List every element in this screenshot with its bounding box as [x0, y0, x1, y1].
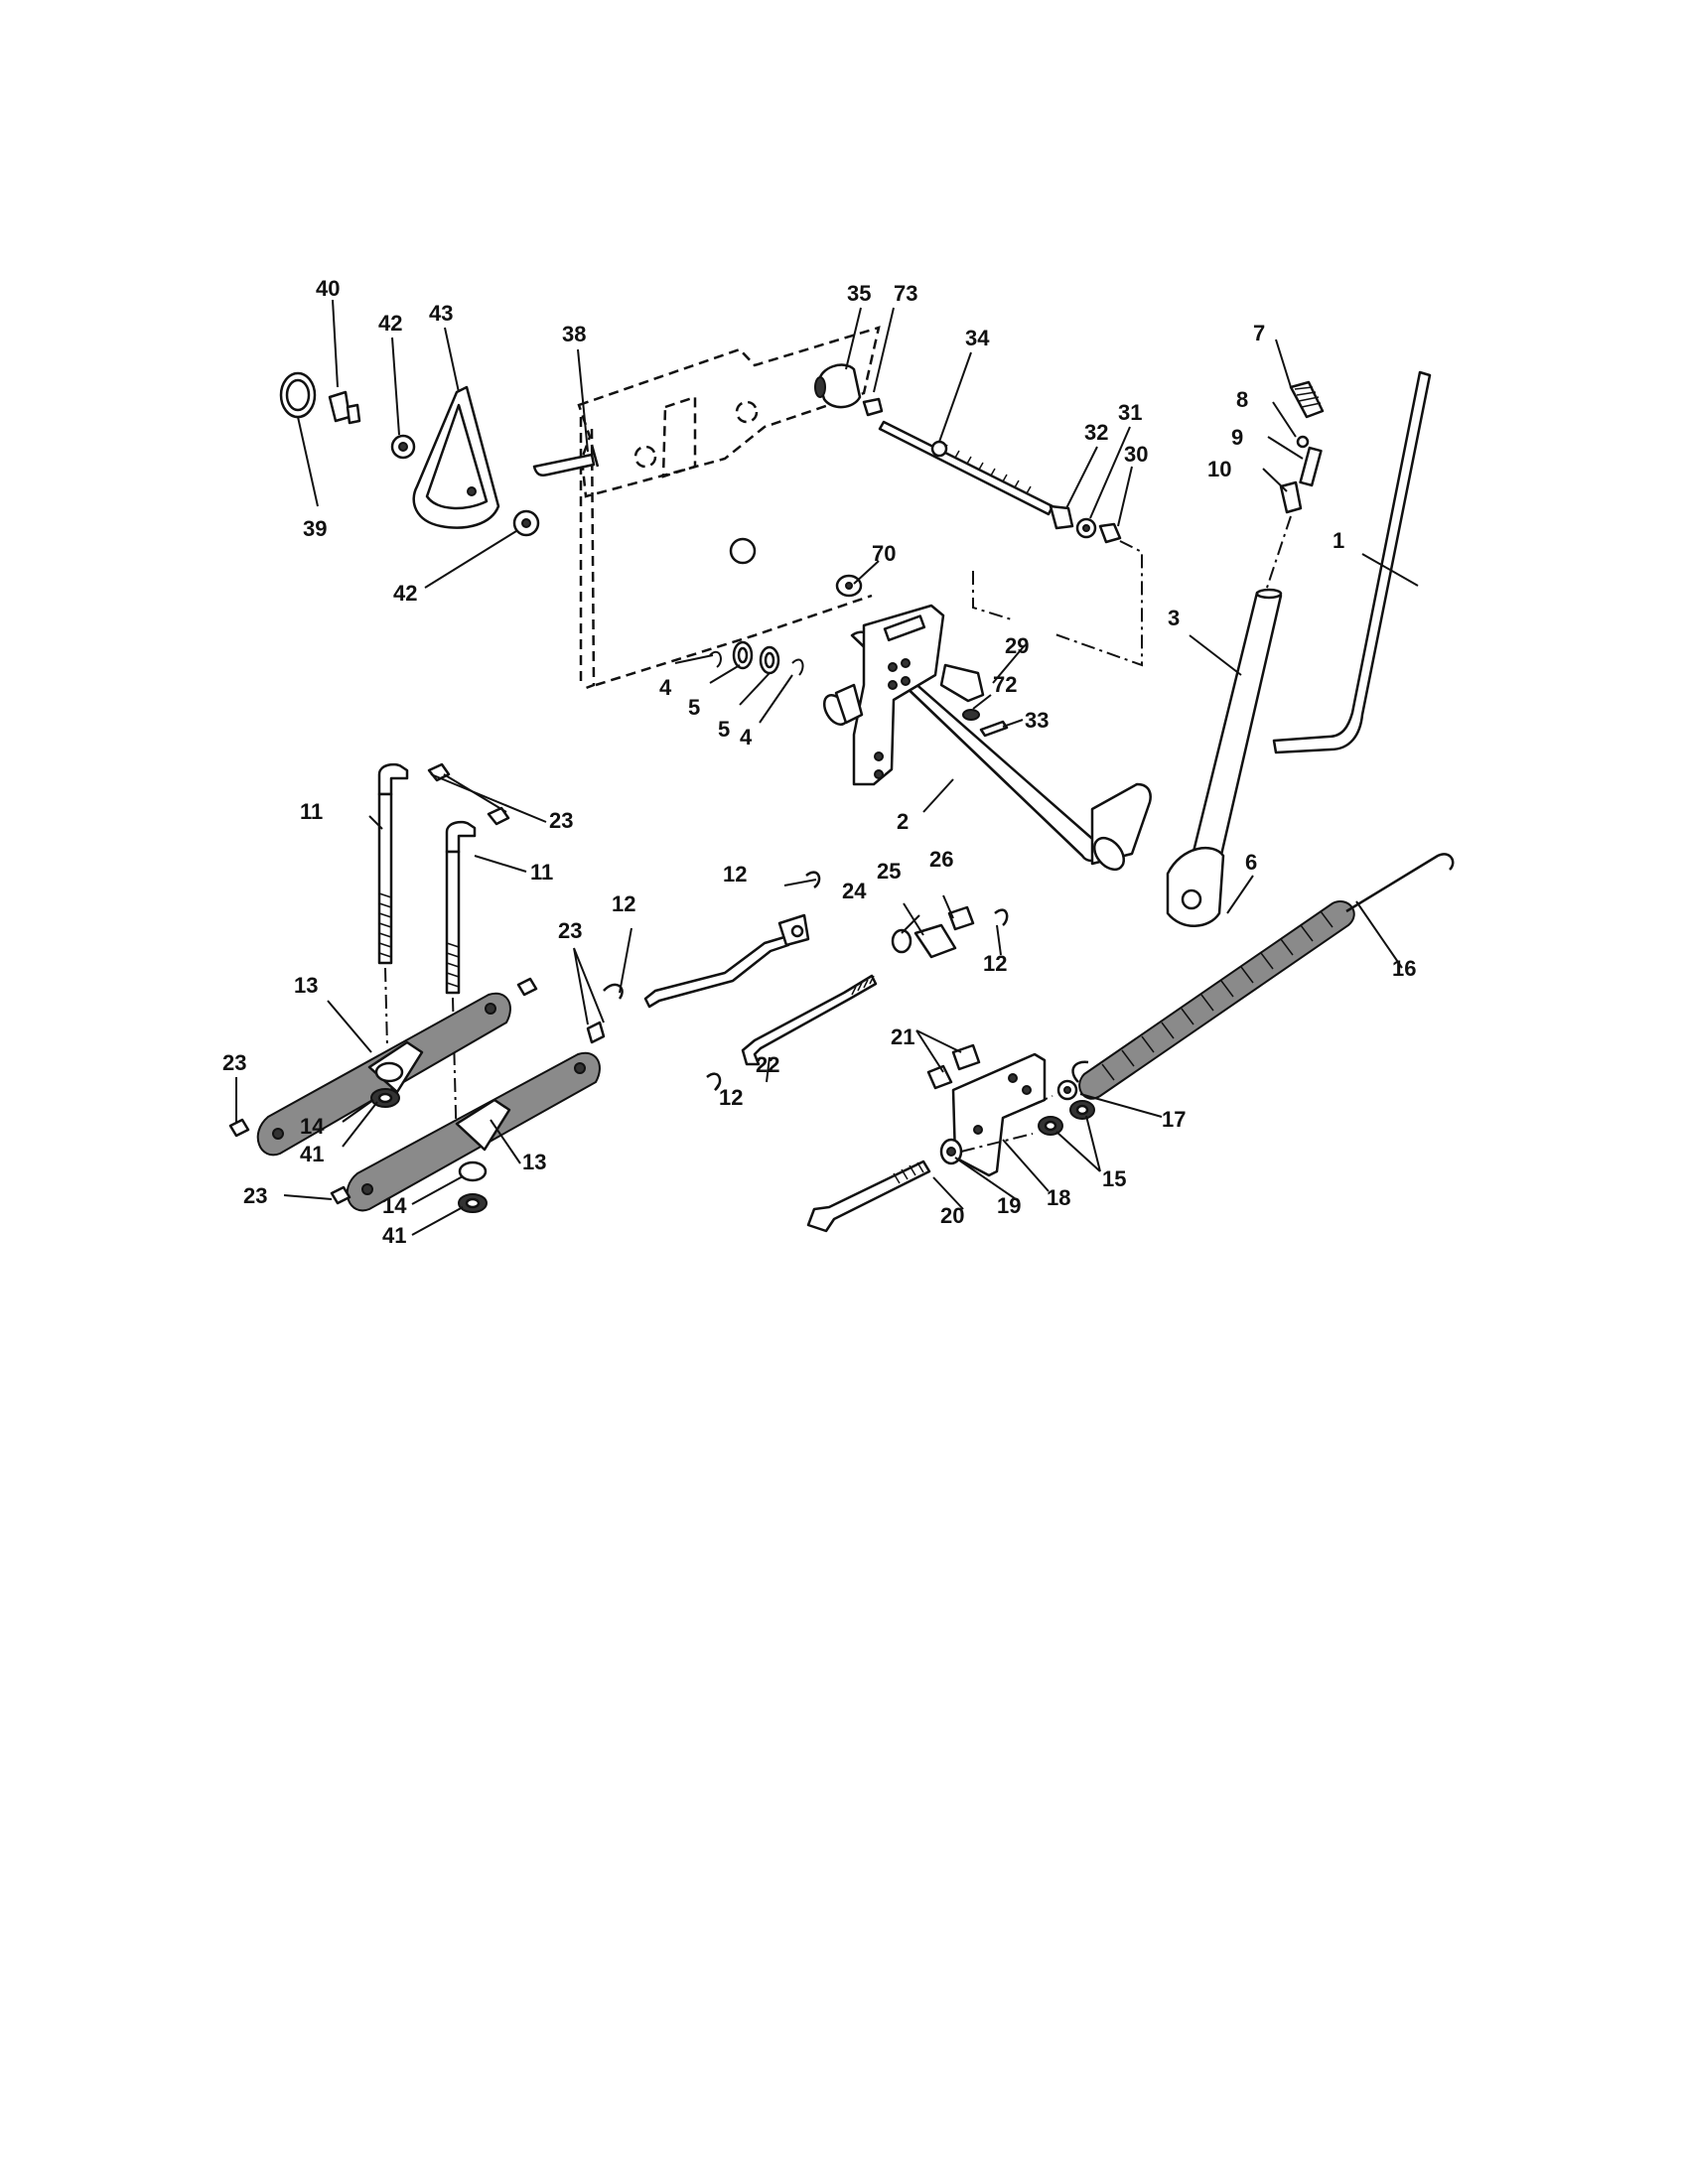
callout-24: 24 [842, 879, 867, 903]
callout-38: 38 [562, 322, 586, 346]
cross-rod-assembly [603, 871, 1009, 1091]
callout-30: 30 [1124, 442, 1148, 467]
callout-9: 9 [1231, 425, 1243, 450]
callout-5-right: 5 [718, 717, 730, 742]
bushings-and-washers [709, 574, 1009, 738]
callout-32: 32 [1084, 420, 1108, 445]
callout-41-bottom: 41 [382, 1223, 406, 1248]
callout-12-left: 12 [612, 891, 635, 916]
callout-21: 21 [891, 1024, 914, 1049]
callout-1: 1 [1333, 528, 1344, 553]
callout-26: 26 [929, 847, 953, 872]
callout-18: 18 [1047, 1185, 1070, 1210]
callout-25: 25 [877, 859, 901, 884]
frame-outline [577, 326, 881, 692]
callout-20: 20 [940, 1203, 964, 1228]
callout-42-bottom: 42 [393, 581, 417, 606]
callout-14-bottom: 14 [382, 1193, 407, 1218]
callout-11-right: 11 [530, 860, 553, 885]
callout-40: 40 [316, 276, 340, 301]
callout-42-top: 42 [378, 311, 402, 336]
callout-43: 43 [429, 301, 453, 326]
callout-8: 8 [1236, 387, 1248, 412]
callout-labels: 40 42 43 38 35 73 34 31 32 30 7 8 9 10 1… [222, 276, 1416, 1248]
callout-7: 7 [1253, 321, 1265, 345]
callout-35: 35 [847, 281, 871, 306]
callout-22: 22 [756, 1052, 779, 1077]
callout-15: 15 [1102, 1166, 1126, 1191]
callout-23-left: 23 [222, 1050, 246, 1075]
callout-70: 70 [872, 541, 896, 566]
callout-23-top: 23 [549, 808, 573, 833]
callout-13-left: 13 [294, 973, 318, 998]
callout-29: 29 [1005, 633, 1029, 658]
callout-39: 39 [303, 516, 327, 541]
callout-11-left: 11 [300, 799, 323, 824]
callout-16: 16 [1392, 956, 1416, 981]
lift-lever [1166, 380, 1325, 927]
leader-lines [235, 299, 1419, 1236]
callout-10: 10 [1207, 457, 1231, 481]
lift-shaft [822, 604, 1152, 872]
lift-handle-rod [1272, 370, 1432, 754]
callout-23-bottom: 23 [243, 1183, 267, 1208]
callout-2: 2 [897, 809, 909, 834]
callout-33: 33 [1025, 708, 1049, 733]
callout-72: 72 [993, 672, 1017, 697]
depth-bracket-assembly [279, 371, 600, 537]
callout-12-right: 12 [983, 951, 1007, 976]
callout-6: 6 [1245, 850, 1257, 875]
callout-12-top: 12 [723, 862, 747, 887]
callout-4-left: 4 [659, 675, 672, 700]
callout-31: 31 [1118, 400, 1142, 425]
callout-17: 17 [1162, 1107, 1186, 1132]
callout-34: 34 [965, 326, 990, 350]
adjusting-rod-assembly [814, 363, 1143, 667]
callout-23-mid: 23 [558, 918, 582, 943]
lift-links-left [228, 762, 606, 1213]
callout-3: 3 [1168, 606, 1180, 630]
spring-and-bracket [806, 853, 1455, 1233]
callout-12-bottom: 12 [719, 1085, 743, 1110]
callout-5-left: 5 [688, 695, 700, 720]
callout-19: 19 [997, 1193, 1021, 1218]
callout-41-top: 41 [300, 1142, 324, 1166]
callout-13-right: 13 [522, 1150, 546, 1174]
callout-73: 73 [894, 281, 917, 306]
callout-4-right: 4 [740, 725, 753, 750]
callout-14-top: 14 [300, 1114, 325, 1139]
